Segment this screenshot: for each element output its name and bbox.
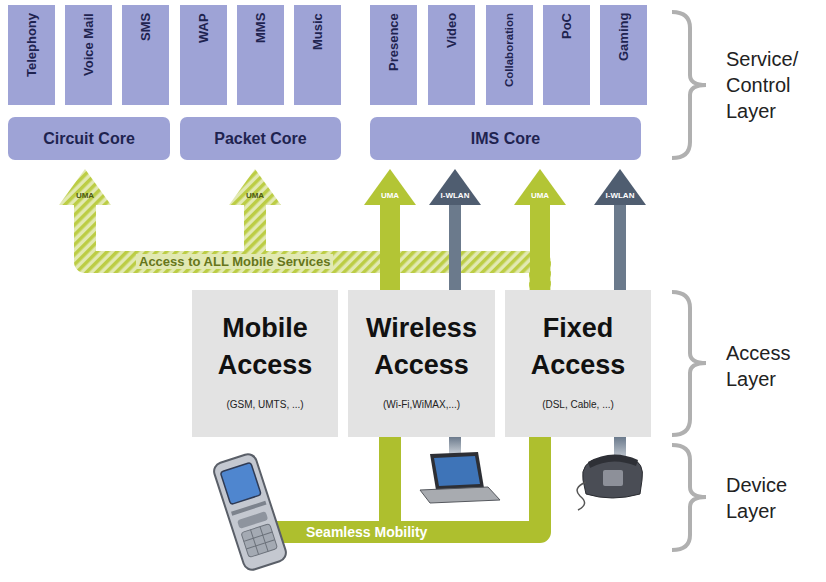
uma-arrow bbox=[514, 169, 566, 290]
phone-body bbox=[212, 452, 288, 572]
band-label: Seamless Mobility bbox=[306, 524, 427, 540]
box-title: IMS Core bbox=[471, 130, 540, 148]
service-box: PoC bbox=[543, 5, 590, 105]
service-box: Video bbox=[428, 5, 475, 105]
access-box: Mobile Access (GSM, UMTS, ...) bbox=[192, 290, 338, 437]
box-subtitle: (Wi-Fi,WiMAX,...) bbox=[383, 398, 460, 411]
box-title: Fixed Access bbox=[511, 310, 645, 384]
arrow-label: UMA bbox=[510, 191, 570, 201]
core-box: Circuit Core bbox=[8, 117, 170, 160]
access-box: Wireless Access (Wi-Fi,WiMAX,...) bbox=[348, 290, 495, 437]
arrow-shaft bbox=[85, 205, 540, 290]
desk-phone-keypad bbox=[603, 470, 623, 486]
box-title: Collaboration bbox=[502, 13, 517, 87]
mobile-phone bbox=[212, 452, 288, 572]
uma-band-arrow bbox=[229, 169, 540, 290]
box-title: Circuit Core bbox=[43, 130, 135, 148]
layer-brace bbox=[672, 292, 706, 435]
arrow-shaft bbox=[530, 205, 550, 290]
layer-brace bbox=[672, 12, 706, 158]
layer-brace bbox=[672, 445, 706, 550]
laptop-screen bbox=[434, 456, 480, 486]
desk-phone-handset bbox=[588, 454, 638, 468]
service-box: SMS bbox=[122, 5, 169, 105]
core-box: IMS Core bbox=[370, 117, 641, 160]
service-box: Telephony bbox=[8, 5, 55, 105]
arrow-label: UMA bbox=[360, 191, 420, 201]
box-title: MMS bbox=[253, 13, 268, 43]
phone-keypad bbox=[241, 524, 278, 558]
layer-label: Service/ Control Layer bbox=[726, 46, 822, 124]
laptop bbox=[420, 452, 500, 503]
seamless-band bbox=[262, 437, 540, 532]
box-title: Mobile Access bbox=[198, 310, 332, 384]
laptop-base bbox=[420, 487, 500, 503]
box-title: Presence bbox=[386, 13, 401, 71]
box-title: Video bbox=[444, 13, 459, 48]
arrow-label: I-WLAN bbox=[590, 191, 650, 201]
arrow-shaft bbox=[614, 205, 626, 290]
layer-label: Access Layer bbox=[726, 340, 822, 392]
service-box: WAP bbox=[180, 5, 227, 105]
iwlan-arrow bbox=[429, 169, 481, 290]
iwlan-arrow bbox=[594, 169, 646, 290]
service-box: Voice Mail bbox=[65, 5, 112, 105]
arrow-shaft bbox=[449, 205, 461, 290]
access-box: Fixed Access (DSL, Cable, ...) bbox=[505, 290, 651, 437]
box-title: Wireless Access bbox=[354, 310, 489, 384]
arrow-label: I-WLAN bbox=[425, 191, 485, 201]
box-title: WAP bbox=[196, 13, 211, 43]
box-title: PoC bbox=[559, 13, 574, 39]
desk-phone bbox=[577, 454, 642, 510]
core-box: Packet Core bbox=[180, 117, 341, 160]
box-subtitle: (GSM, UMTS, ...) bbox=[226, 398, 303, 411]
phone-screen bbox=[220, 462, 261, 504]
arrow-shaft bbox=[380, 205, 400, 290]
seamless-band bbox=[379, 437, 401, 532]
box-subtitle: (DSL, Cable, ...) bbox=[542, 398, 614, 411]
arrow-label: UMA bbox=[55, 191, 115, 201]
service-box: Gaming bbox=[600, 5, 647, 105]
service-box: MMS bbox=[237, 5, 284, 105]
layer-label: Device Layer bbox=[726, 472, 822, 524]
box-title: Gaming bbox=[616, 13, 631, 61]
service-box: Collaboration bbox=[486, 5, 533, 105]
arrow-label: UMA bbox=[225, 191, 285, 201]
desk-phone-cord bbox=[577, 482, 586, 510]
service-box: Presence bbox=[370, 5, 417, 105]
box-title: SMS bbox=[138, 13, 153, 41]
band-label: Access to ALL Mobile Services bbox=[136, 254, 333, 269]
box-title: Telephony bbox=[24, 13, 39, 77]
box-title: Music bbox=[310, 13, 325, 50]
uma-band-arrow bbox=[59, 169, 540, 290]
service-box: Music bbox=[294, 5, 341, 105]
box-title: Packet Core bbox=[214, 130, 307, 148]
uma-arrow bbox=[364, 169, 416, 290]
box-title: Voice Mail bbox=[81, 13, 96, 76]
keypad-lines bbox=[241, 524, 278, 558]
arrow-shaft bbox=[255, 205, 540, 290]
laptop-lid bbox=[430, 452, 484, 490]
